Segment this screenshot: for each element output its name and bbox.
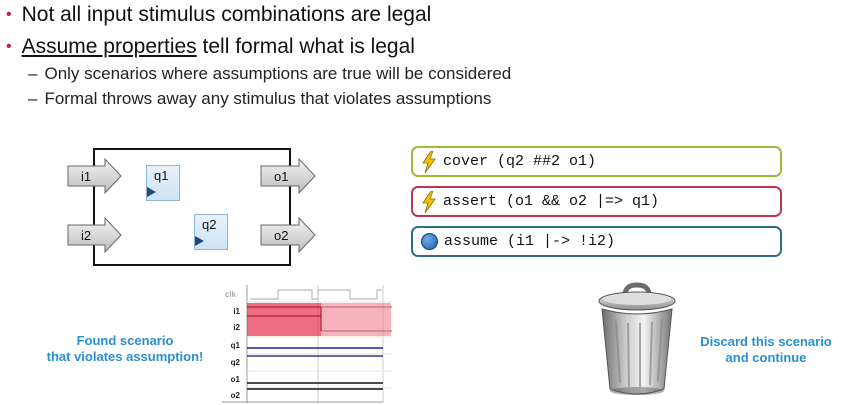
sub-bullet-2: –Formal throws away any stimulus that vi…	[28, 89, 492, 108]
signal-label-q1: q1	[231, 341, 241, 350]
signal-label-clk: clk	[225, 290, 237, 299]
bullet-2-underlined: Assume properties	[21, 35, 197, 58]
trash-can-icon	[598, 282, 676, 395]
assert-code: assert (o1 && o2 |=> q1)	[443, 193, 660, 210]
register-q2: q2	[194, 214, 228, 250]
lightning-bolt-icon	[422, 190, 436, 213]
blue-circle-icon	[421, 233, 438, 250]
cover-property: cover (q2 ##2 o1)	[411, 146, 782, 177]
sub-bullet-2-text: Formal throws away any stimulus that vio…	[44, 89, 492, 108]
violation-highlight-left	[247, 303, 321, 336]
output-label-o1: o1	[274, 169, 288, 184]
signal-label-i2: i2	[233, 323, 240, 332]
output-arrow-o2: o2	[260, 217, 316, 253]
signal-label-q2: q2	[231, 358, 241, 367]
discard-note-line1: Discard this scenario	[700, 334, 832, 349]
assert-property: assert (o1 && o2 |=> q1)	[411, 186, 782, 217]
clock-triangle-icon	[195, 236, 204, 246]
lightning-bolt-icon	[422, 150, 436, 173]
assume-code: assume (i1 |-> !i2)	[444, 233, 616, 250]
input-label-i2: i2	[81, 228, 91, 243]
register-label-q2: q2	[202, 217, 217, 232]
output-label-o2: o2	[274, 228, 288, 243]
input-arrow-i2: i2	[67, 217, 122, 253]
signal-label-i1: i1	[233, 307, 240, 316]
found-scenario-note: Found scenario that violates assumption!	[34, 333, 216, 365]
register-label-q1: q1	[154, 168, 169, 183]
clock-triangle-icon	[147, 187, 156, 197]
sub-bullet-1-text: Only scenarios where assumptions are tru…	[44, 64, 512, 83]
signal-label-o1: o1	[231, 375, 241, 384]
bullet-2-text: tell formal what is legal	[196, 35, 415, 58]
bullet-1: • Not all input stimulus combinations are…	[6, 3, 431, 27]
bullet-dot: •	[6, 38, 12, 55]
output-arrow-o1: o1	[260, 158, 316, 194]
bullet-1-text: Not all input stimulus combinations are …	[21, 3, 432, 26]
input-label-i1: i1	[81, 169, 91, 184]
discard-note-line2: and continue	[725, 350, 807, 365]
waveform-viewer: clk i1 i2 q1 q2 o1 o2	[222, 285, 392, 403]
cover-code: cover (q2 ##2 o1)	[443, 153, 597, 170]
bullet-dot: •	[6, 6, 12, 23]
assume-property: assume (i1 |-> !i2)	[411, 226, 782, 257]
register-q1: q1	[146, 165, 180, 201]
found-note-line2: that violates assumption!	[46, 349, 204, 364]
signal-wave-clk	[250, 289, 382, 300]
signal-label-o2: o2	[231, 391, 241, 400]
sub-bullet-1: –Only scenarios where assumptions are tr…	[28, 64, 512, 83]
input-arrow-i1: i1	[67, 158, 122, 194]
found-note-line1: Found scenario	[76, 333, 174, 348]
discard-scenario-note: Discard this scenario and continue	[684, 334, 843, 366]
design-block	[93, 148, 291, 266]
bullet-2: • Assume properties tell formal what is l…	[6, 35, 415, 59]
